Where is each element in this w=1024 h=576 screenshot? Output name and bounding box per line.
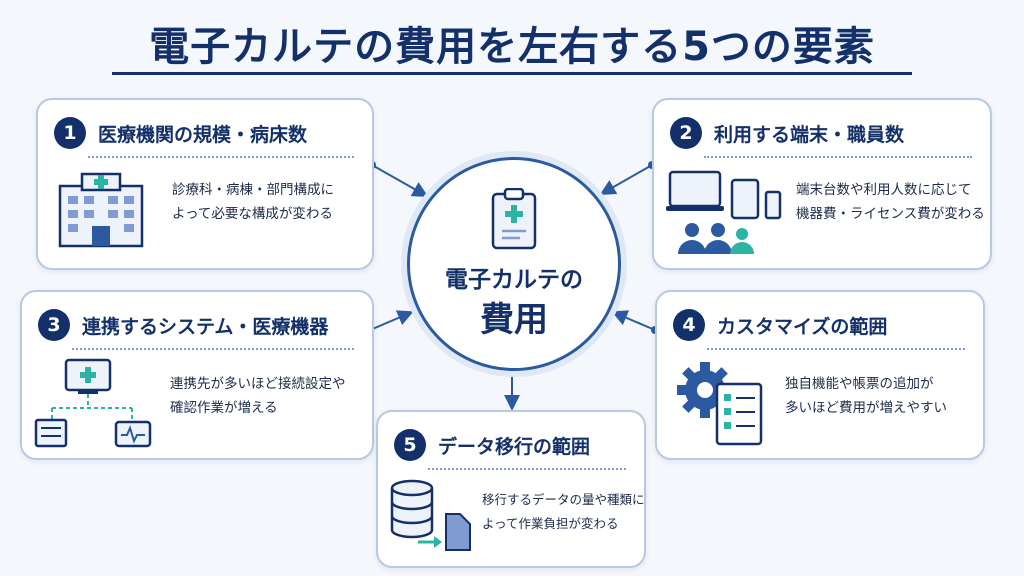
dotted-divider xyxy=(704,156,972,158)
factor-title-5: データ移行の範囲 xyxy=(438,435,591,458)
factor-number-5: 5 xyxy=(394,429,426,461)
factor-desc-line: 多いほど費用が増えやすい xyxy=(785,400,947,416)
page-title: 電子カルテの費用を左右する5つの要素 xyxy=(149,24,875,70)
factor-number-2: 2 xyxy=(670,117,702,149)
factor-card-3: 3 連携するシステム・医療機器 連携先が多いほど接続設定や 確認作業が増える xyxy=(20,290,374,460)
factor-title-1: 医療機関の規模・病床数 xyxy=(98,123,308,146)
gear-document-icon xyxy=(677,362,763,446)
factor-card-4: 4 カスタマイズの範囲 独自機能や帳票の追加が 多いほど費用が増えやすい xyxy=(655,290,985,460)
dotted-divider xyxy=(88,156,354,158)
arrow-factor-2 xyxy=(599,164,653,195)
arrow-factor-3 xyxy=(369,310,414,331)
arrow-factor-1 xyxy=(371,164,429,197)
factor-desc-5: 移行するデータの量や種類に よって作業負担が変わる xyxy=(482,488,645,536)
medical-chart-icon xyxy=(491,188,537,250)
factor-desc-1: 診療科・病棟・部門構成に よって必要な構成が変わる xyxy=(172,178,334,226)
dotted-divider xyxy=(707,348,965,350)
factor-card-5: 5 データ移行の範囲 移行するデータの量や種類に よって作業負担が変わる xyxy=(376,410,646,568)
factor-desc-4: 独自機能や帳票の追加が 多いほど費用が増えやすい xyxy=(785,372,947,420)
factor-desc-line: よって必要な構成が変わる xyxy=(172,206,333,222)
factor-desc-line: 連携先が多いほど接続設定や xyxy=(170,376,346,392)
factor-desc-3: 連携先が多いほど接続設定や 確認作業が増える xyxy=(170,372,346,420)
dotted-divider xyxy=(72,348,354,350)
factor-number-1: 1 xyxy=(54,117,86,149)
factor-number-4: 4 xyxy=(673,309,705,341)
arrow-factor-4 xyxy=(611,310,656,331)
system-link-icon xyxy=(34,358,152,448)
dotted-divider xyxy=(428,468,626,470)
factor-desc-line: 端末台数や利用人数に応じて xyxy=(796,182,972,198)
hospital-icon xyxy=(58,172,144,248)
center-title-line2: 費用 xyxy=(480,300,548,340)
center-title-line1: 電子カルテの xyxy=(445,267,583,293)
center-circle: 電子カルテの 費用 xyxy=(407,157,621,371)
factor-desc-line: よって作業負担が変わる xyxy=(482,516,619,531)
title-underline xyxy=(112,72,912,75)
factor-desc-line: 機器費・ライセンス費が変わる xyxy=(796,206,985,222)
database-migration-icon xyxy=(390,479,471,551)
factor-card-2: 2 利用する端末・職員数 端末台数や利用人数に応じて 機器費・ライセンス費が変わ… xyxy=(652,98,992,270)
factor-desc-line: 独自機能や帳票の追加が xyxy=(785,376,934,392)
factor-desc-line: 移行するデータの量や種類に xyxy=(482,492,645,507)
factor-title-4: カスタマイズの範囲 xyxy=(717,315,888,338)
factor-number-3: 3 xyxy=(38,309,70,341)
factor-desc-line: 診療科・病棟・部門構成に xyxy=(172,182,334,198)
factor-title-2: 利用する端末・職員数 xyxy=(714,123,905,146)
devices-users-icon xyxy=(666,170,782,254)
factor-card-1: 1 医療機関の規模・病床数 診療科・病棟・部門構成に よって必要な構成が変わる xyxy=(36,98,374,270)
factor-desc-line: 確認作業が増える xyxy=(170,400,278,416)
factor-desc-2: 端末台数や利用人数に応じて 機器費・ライセンス費が変わる xyxy=(796,178,985,226)
factor-title-3: 連携するシステム・医療機器 xyxy=(82,315,329,338)
